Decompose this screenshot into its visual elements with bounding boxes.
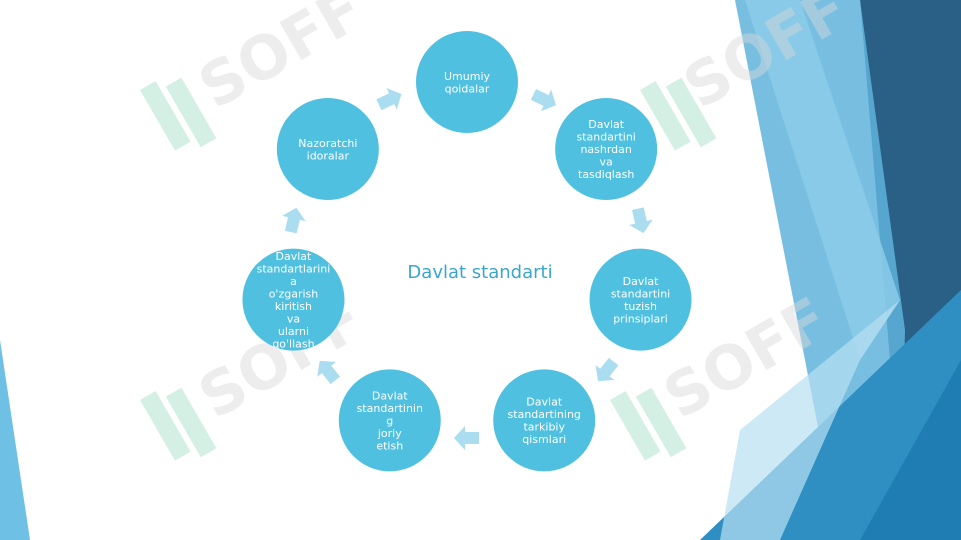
cycle-node-label-line: Davlat — [526, 396, 563, 409]
cycle-node-label-line: standartinin — [357, 402, 423, 415]
cycle-node-label-line: qismlari — [522, 433, 566, 446]
cycle-node-label-line: standartlarini — [257, 262, 331, 275]
arrow-shape — [282, 207, 306, 234]
cycle-node-label-line: va — [287, 312, 300, 325]
arrow-shape — [595, 357, 619, 382]
cycle-node-label-line: etish — [376, 439, 403, 452]
cycle-node-label-line: qoidalar — [445, 82, 490, 95]
cycle-node-label-line: Nazoratchi — [298, 137, 357, 150]
cycle-node-label-line: joriy — [377, 427, 402, 440]
cycle-node-label-line: standartining — [508, 408, 581, 421]
cycle-node-label-line: Davlat — [588, 118, 625, 131]
cycle-arrow-icon — [317, 360, 341, 385]
cycle-node-label-line: kiritish — [275, 300, 312, 313]
cycle-node-label-line: va — [600, 156, 613, 169]
cycle-node-label-line: tarkibiy — [523, 421, 565, 434]
arrow-shape — [454, 426, 479, 450]
cycle-node-circle — [242, 248, 345, 351]
cycle-node-label-line: o'zgarish — [269, 287, 319, 300]
cycle-arrow-icon — [629, 207, 653, 234]
watermark-logo-icon — [640, 77, 717, 151]
watermark-logo-icon — [140, 77, 217, 151]
cycle-node-label-line: standartini — [611, 287, 670, 300]
cycle-arrow-icon — [595, 357, 619, 382]
cycle-node-circle — [276, 98, 379, 201]
cycle-node-label-line: tuzish — [624, 300, 657, 313]
cycle-node-label-line: Davlat — [623, 275, 660, 288]
arrow-shape — [317, 360, 341, 385]
arrow-shape — [376, 87, 402, 111]
cycle-node-label-line: qo'llash — [272, 337, 314, 350]
cycle-node-label-line: g — [386, 414, 393, 427]
cycle-node-label-line: standartini — [576, 131, 635, 144]
cycle-node-label-line: nashrdan — [580, 143, 631, 156]
cycle-arrow-icon — [282, 207, 306, 234]
decor-shape-left — [0, 340, 30, 540]
cycle-node-label-line: ularni — [278, 325, 309, 338]
cycle-node-label-line: Umumiy — [444, 70, 491, 83]
cycle-node-label-line: Davlat — [276, 250, 313, 263]
cycle-node-label-line: Davlat — [372, 389, 409, 402]
decor-shapes-right — [700, 0, 961, 540]
cycle-node-label-line: tasdiqlash — [578, 168, 634, 181]
cycle-node-circle — [493, 369, 596, 472]
watermark-logo-icon — [610, 387, 687, 461]
cycle-node-label-line: prinsiplari — [613, 312, 668, 325]
cycle-node-circle — [338, 369, 441, 472]
cycle-node-label-line: a — [290, 275, 297, 288]
cycle-arrow-icon — [530, 89, 556, 112]
cycle-arrows — [282, 87, 653, 450]
watermark-logo-icon — [140, 387, 217, 461]
cycle-node-circle — [589, 248, 692, 351]
diagram-center-title: Davlat standarti — [407, 262, 552, 283]
cycle-node-label-line: idoralar — [307, 149, 350, 162]
cycle-node-circle — [416, 31, 518, 133]
cycle-arrow-icon — [454, 426, 479, 450]
arrow-shape — [530, 89, 556, 112]
cycle-arrow-icon — [376, 87, 402, 111]
cycle-node-circle — [555, 98, 658, 201]
arrow-shape — [629, 207, 653, 234]
